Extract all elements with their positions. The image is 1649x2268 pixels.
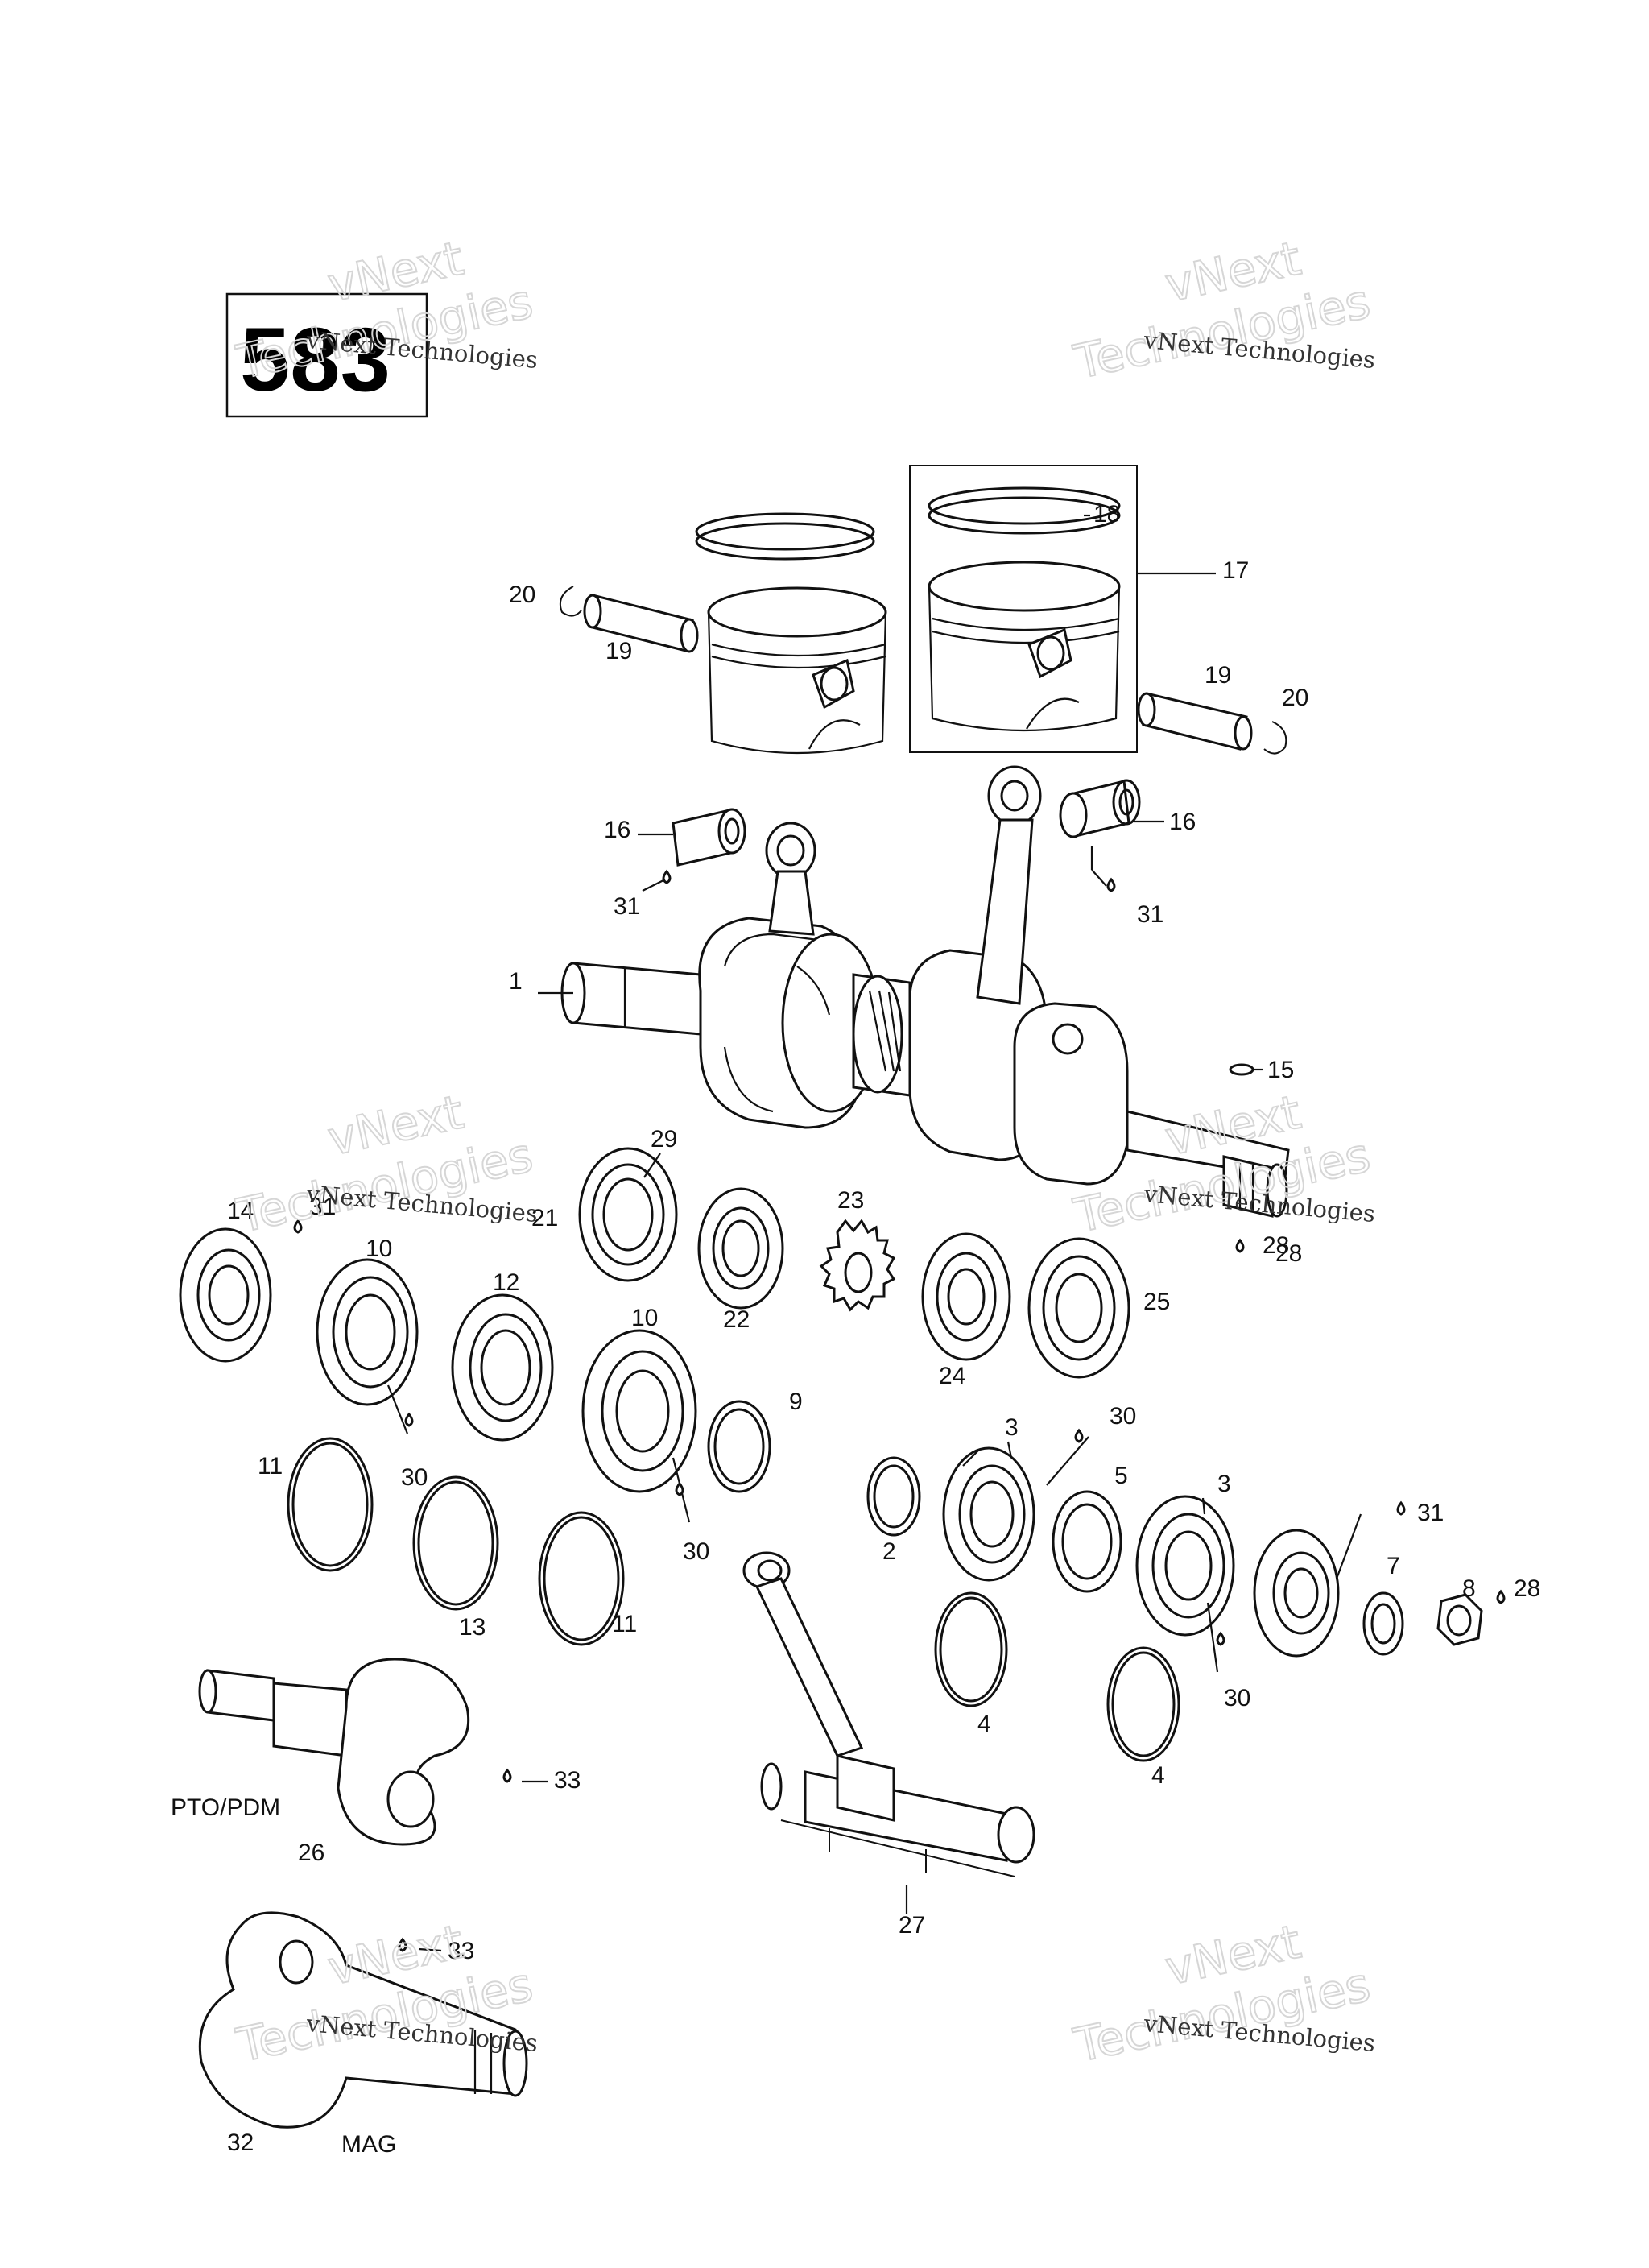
- connecting-rod-27: [742, 1551, 1035, 1877]
- leader-lines: [386, 820, 1362, 1952]
- part-label-7: 7: [1387, 1553, 1400, 1579]
- mag-label: MAG: [341, 2131, 396, 2158]
- part-label-29: 29: [651, 1126, 677, 1153]
- part-label-30: 30: [683, 1538, 709, 1565]
- bearing-12: [451, 1293, 554, 1442]
- ring-2: [866, 1456, 921, 1537]
- part-label-3: 3: [1217, 1471, 1231, 1497]
- bearing-3-left: [942, 1446, 1035, 1582]
- part-label-20: 20: [1282, 685, 1308, 711]
- piston-kit-box: [909, 465, 1216, 753]
- seal-24: [921, 1232, 1011, 1361]
- bearing-10-left: [316, 1258, 419, 1406]
- part-label-17: 17: [1222, 557, 1249, 584]
- part-label-11: 11: [612, 1611, 637, 1637]
- part-label-31: 31: [614, 893, 640, 920]
- ring-9: [707, 1400, 771, 1493]
- piston-right: [928, 486, 1121, 732]
- part-label-30: 30: [1110, 1403, 1136, 1430]
- piston-left: [695, 512, 887, 755]
- part-label-15: 15: [1267, 1057, 1294, 1083]
- o-ring-4-left: [934, 1591, 1008, 1707]
- part-label-24: 24: [939, 1363, 965, 1389]
- part-label-10: 10: [366, 1235, 392, 1262]
- part-label-16: 16: [604, 817, 630, 843]
- part-label-23: 23: [837, 1187, 864, 1214]
- part-label-28: 28: [1514, 1575, 1540, 1602]
- needle-bearing-left: [672, 808, 746, 867]
- circlip-left: [559, 586, 582, 617]
- pto-label: PTO/PDM: [171, 1794, 280, 1821]
- part-label-9: 9: [789, 1389, 803, 1415]
- ring-5: [1052, 1490, 1122, 1593]
- part-label-33: 33: [554, 1767, 581, 1794]
- part-label-26: 26: [298, 1840, 324, 1866]
- part-label-27: 27: [899, 1912, 925, 1939]
- gear-23: [819, 1219, 896, 1312]
- part-label-14: 14: [227, 1198, 254, 1224]
- part-label-31: 31: [1137, 901, 1163, 928]
- crankshaft: [560, 917, 1290, 1218]
- part-label-10: 10: [631, 1305, 658, 1331]
- part-label-1: 1: [509, 968, 523, 995]
- part-label-13: 13: [459, 1614, 486, 1641]
- seal-6: [1253, 1529, 1340, 1658]
- o-ring-11-right: [538, 1511, 625, 1646]
- part-label-22: 22: [723, 1306, 750, 1333]
- o-ring-13: [412, 1475, 499, 1611]
- part-label-20: 20: [509, 581, 535, 608]
- oil-drops: [293, 869, 1506, 1952]
- engine-code: 583: [240, 309, 391, 410]
- seal-14: [179, 1227, 272, 1363]
- connecting-rod-left: [765, 822, 816, 936]
- seal-22: [697, 1187, 784, 1310]
- part-label-18: 18: [1093, 501, 1120, 528]
- part-label-3: 3: [1005, 1414, 1019, 1441]
- o-ring-4-right: [1106, 1646, 1180, 1762]
- part-label-11: 11: [258, 1453, 283, 1480]
- part-label-33: 33: [448, 1938, 474, 1964]
- part-label-16: 16: [1169, 809, 1196, 835]
- engine-code-box: 583: [225, 292, 428, 418]
- part-label-32: 32: [227, 2129, 254, 2156]
- woodruff-key: [1229, 1063, 1254, 1076]
- part-label-19: 19: [605, 638, 632, 664]
- part-label-21: 21: [531, 1205, 558, 1231]
- bearing-10-right: [581, 1329, 697, 1493]
- part-label-8: 8: [1462, 1575, 1476, 1602]
- part-label-30: 30: [401, 1464, 428, 1491]
- part-label-2: 2: [882, 1538, 896, 1565]
- bearing-21: [578, 1147, 678, 1282]
- connecting-rod-right: [976, 765, 1042, 1005]
- part-label-4: 4: [1151, 1762, 1165, 1789]
- bearing-25: [1027, 1237, 1130, 1379]
- bearing-3-right: [1135, 1495, 1235, 1637]
- needle-bearing-right: [1059, 779, 1141, 838]
- circlip-right: [1263, 721, 1287, 755]
- part-label-28: 28: [1263, 1232, 1289, 1259]
- wrist-pin-right: [1137, 692, 1253, 751]
- crank-half-mag: [198, 1911, 528, 2129]
- part-label-4: 4: [977, 1711, 991, 1737]
- part-label-5: 5: [1114, 1463, 1128, 1489]
- part-label-19: 19: [1205, 662, 1231, 689]
- crank-half-pto: [198, 1658, 470, 1846]
- part-label-31: 31: [309, 1194, 336, 1220]
- nut-8: [1436, 1593, 1483, 1646]
- wrist-pin-left: [583, 594, 699, 653]
- part-label-25: 25: [1143, 1289, 1170, 1315]
- part-label-28: 28: [1275, 1240, 1302, 1267]
- part-label-12: 12: [493, 1269, 519, 1296]
- part-label-30: 30: [1224, 1685, 1250, 1711]
- part-label-31: 31: [1417, 1500, 1444, 1526]
- washer-7: [1362, 1591, 1404, 1656]
- o-ring-11-left: [287, 1437, 374, 1572]
